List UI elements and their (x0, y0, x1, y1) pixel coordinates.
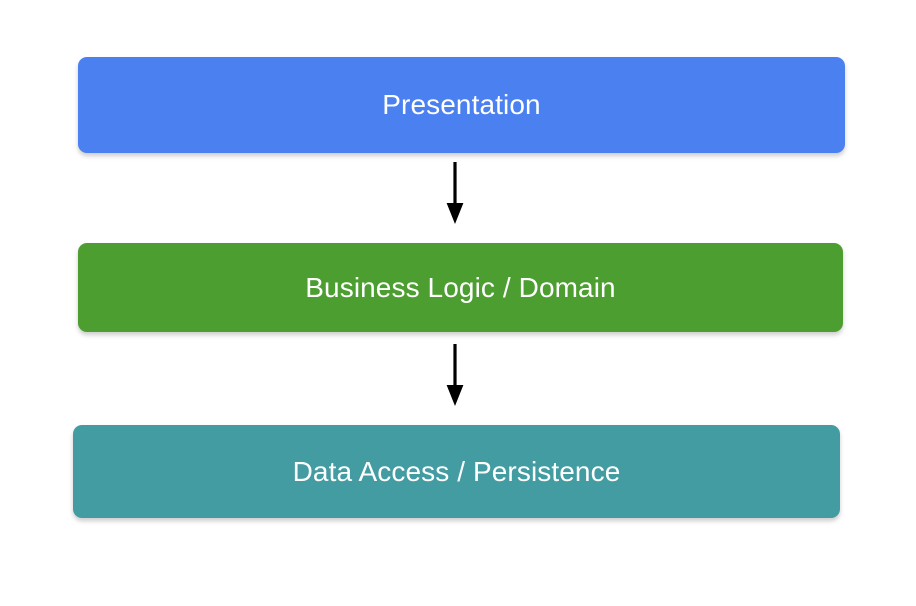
layer-box-data-access[interactable]: Data Access / Persistence (73, 425, 840, 518)
layer-label-business-logic: Business Logic / Domain (305, 271, 616, 303)
layer-label-presentation: Presentation (382, 89, 541, 120)
arrow-business-logic-to-data-access-icon (427, 342, 483, 408)
layer-box-business-logic[interactable]: Business Logic / Domain (78, 243, 843, 332)
layer-label-data-access: Data Access / Persistence (292, 455, 621, 487)
layer-box-presentation[interactable]: Presentation (78, 57, 845, 153)
arrow-presentation-to-business-logic-icon (427, 160, 483, 226)
